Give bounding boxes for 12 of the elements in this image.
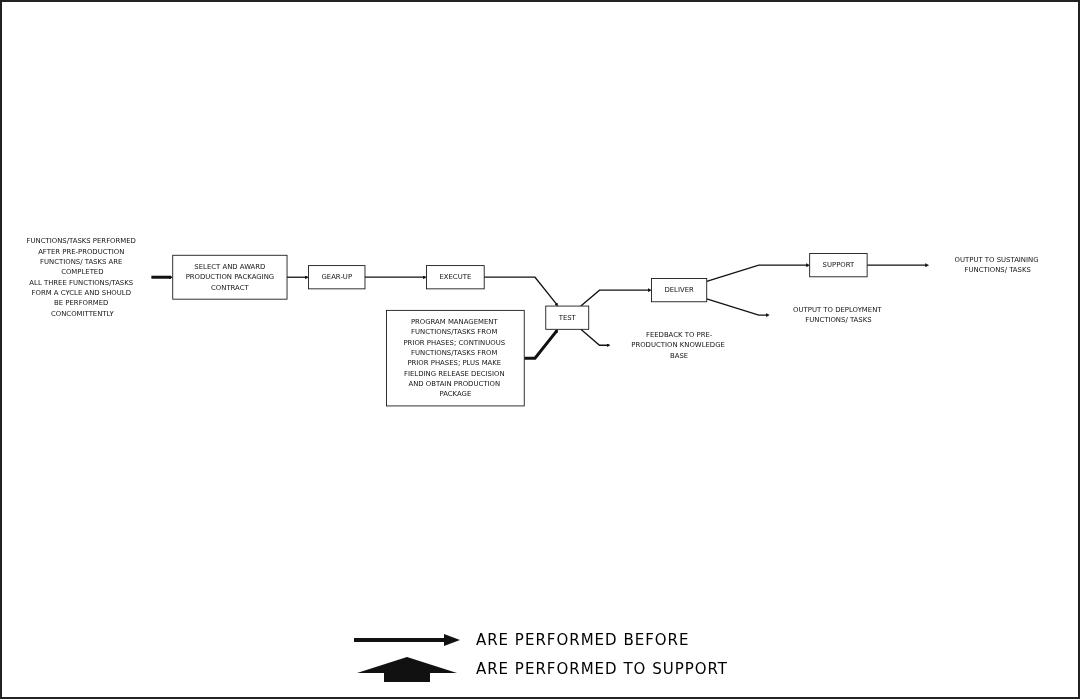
arrow bbox=[866, 263, 929, 267]
arrow bbox=[706, 263, 810, 282]
arrow bbox=[706, 297, 770, 317]
arrow bbox=[151, 275, 173, 279]
arrow bbox=[524, 328, 559, 360]
arrow bbox=[286, 275, 309, 279]
legend-text: ARE PERFORMED TO SUPPORT bbox=[475, 660, 729, 678]
legend-text: ARE PERFORMED BEFORE bbox=[475, 631, 690, 649]
arrow bbox=[364, 275, 427, 279]
arrow bbox=[483, 276, 559, 307]
arrow bbox=[580, 328, 611, 347]
arrow bbox=[580, 288, 652, 307]
